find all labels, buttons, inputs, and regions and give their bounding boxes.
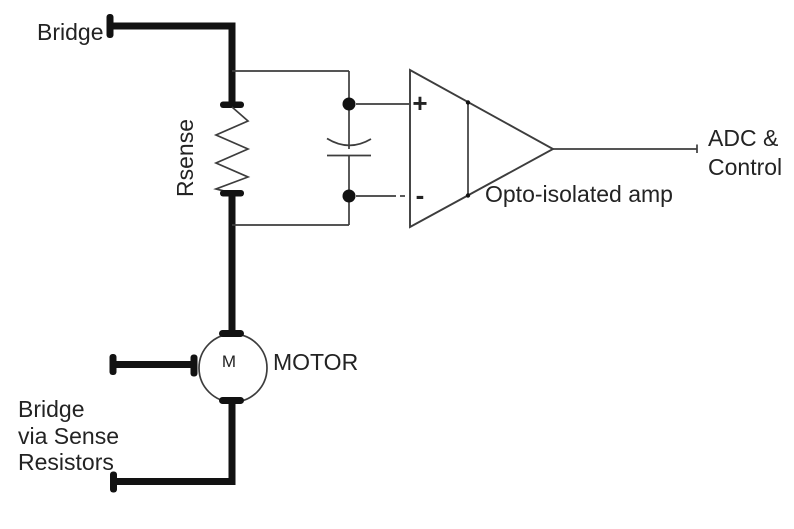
motor-terminal-bottom <box>219 397 244 404</box>
adc-control-label-line2: Control <box>708 154 782 180</box>
opamp-minus-sign: - <box>416 180 425 210</box>
opamp-plus-sign: + <box>412 88 427 118</box>
resistor-terminal-bottom <box>220 190 244 197</box>
motor-m-label: M <box>222 352 236 371</box>
motor-terminal-top <box>219 330 244 337</box>
bridge-bottom-label-line2: via Sense <box>18 423 119 449</box>
barrier-node <box>465 193 471 198</box>
wire-terminal <box>109 354 117 375</box>
resistor-terminal-top <box>220 101 244 108</box>
adc-control-label-line1: ADC & <box>708 125 778 151</box>
opto-amp-label: Opto-isolated amp <box>485 181 673 207</box>
rsense-label: Rsense <box>172 119 198 197</box>
wire-terminal <box>110 471 117 493</box>
bridge-left-wire <box>109 354 198 377</box>
bridge-top-wire <box>106 14 236 103</box>
opamp <box>356 68 698 229</box>
motor-label: MOTOR <box>273 349 358 375</box>
top-wire-path <box>113 22 236 103</box>
bridge-top-label: Bridge <box>37 19 103 45</box>
junction-dot <box>342 189 356 203</box>
bridge-bottom-label-line1: Bridge <box>18 396 84 422</box>
sense-network <box>232 70 372 226</box>
bottom-wire-path <box>113 401 236 485</box>
bridge-bottom-label-line3: Resistors <box>18 449 114 475</box>
opamp-triangle <box>409 68 555 229</box>
capacitor-symbol <box>326 137 372 157</box>
junction-dot <box>342 97 356 111</box>
bridge-bottom-wire <box>110 401 236 493</box>
wire-terminal <box>190 354 198 377</box>
wire-terminal <box>106 14 114 38</box>
capacitor-curved-plate <box>326 137 372 147</box>
barrier-node <box>465 100 471 105</box>
rsense-resistor <box>213 101 251 197</box>
resistor-zigzag-symbol <box>213 106 251 194</box>
